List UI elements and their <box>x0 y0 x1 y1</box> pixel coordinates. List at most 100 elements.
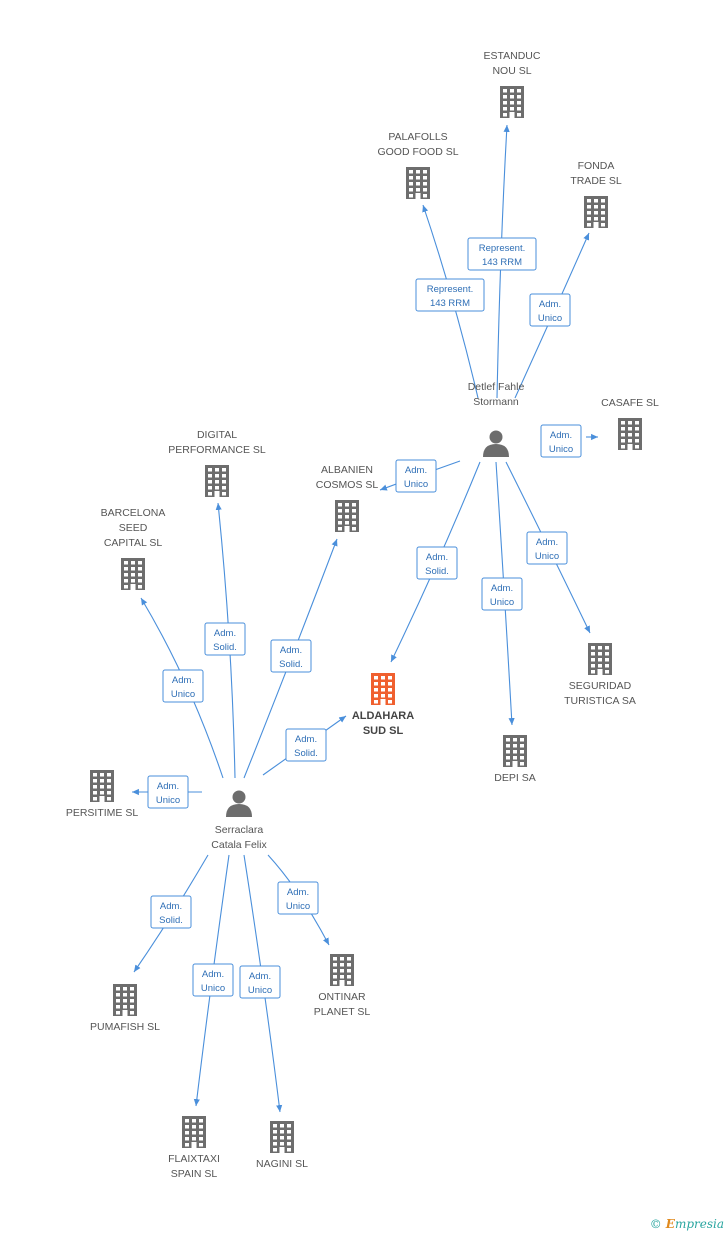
edge-serraclara-nagini[interactable]: Adm.Unico <box>239 854 283 1113</box>
node-label: BARCELONA <box>101 507 166 519</box>
node-label: SPAIN SL <box>171 1168 218 1180</box>
edge-label-box[interactable] <box>192 963 234 997</box>
edge-label-text: Adm. <box>426 552 448 563</box>
node-fonda[interactable]: FONDA TRADE SL <box>570 160 622 228</box>
edge-serraclara-aldahara[interactable]: Adm.Solid. <box>262 715 347 776</box>
node-label: DEPI SA <box>494 772 535 784</box>
node-casafe[interactable]: CASAFE SL <box>601 397 659 450</box>
node-label: Catala Felix <box>211 839 267 851</box>
node-label: FONDA <box>578 160 615 172</box>
edge-detlef-albanien[interactable]: Adm. Unico <box>379 459 461 493</box>
edge-label-box[interactable] <box>150 895 192 929</box>
edge-label-box[interactable] <box>415 278 485 312</box>
building-icon <box>330 954 354 986</box>
edge-label-text: Adm. <box>249 971 271 982</box>
building-icon <box>371 673 395 705</box>
building-icon <box>205 465 229 497</box>
node-label: SEED <box>119 522 148 534</box>
edge-label-box[interactable] <box>162 669 204 703</box>
edge-detlef-depi[interactable]: Adm.Unico <box>481 461 523 726</box>
edge-label-text: Unico <box>286 901 310 912</box>
node-depi[interactable]: DEPI SA <box>494 735 536 784</box>
node-pumafish[interactable]: PUMAFISH SL <box>90 984 160 1033</box>
edge-label-text: Adm. <box>280 645 302 656</box>
edge-serraclara-ontinar[interactable]: Adm.Unico <box>267 854 330 946</box>
edge-serraclara-digital[interactable]: Adm. Solid. <box>204 502 246 779</box>
node-barcelona[interactable]: BARCELONA SEED CAPITAL SL <box>101 507 166 590</box>
person-icon <box>483 430 509 457</box>
edge-label-box[interactable] <box>239 965 281 999</box>
edge-detlef-palafolls[interactable]: Represent.143 RRM <box>415 204 485 399</box>
empresia-logo[interactable]: ©Empresia <box>650 1217 724 1231</box>
edge-label-text: Represent. <box>427 284 473 295</box>
edge-label-text: Adm. <box>539 299 561 310</box>
edge-label-box[interactable] <box>277 881 319 915</box>
edge-label-box[interactable] <box>147 775 189 809</box>
edge-label-box[interactable] <box>285 728 327 762</box>
edge-label-box[interactable] <box>395 459 437 493</box>
edge-detlef-casafe[interactable]: Adm.Unico <box>540 424 598 458</box>
edge-label-text: Solid. <box>213 642 237 653</box>
edge-detlef-aldahara[interactable]: Adm.Solid. <box>390 461 481 663</box>
brand-initial: E <box>665 1217 675 1231</box>
node-label: ALDAHARA <box>352 710 414 722</box>
edge-label-box[interactable] <box>270 639 312 673</box>
edge-label-box[interactable] <box>481 577 523 611</box>
node-label: NAGINI SL <box>256 1158 308 1170</box>
edge-label-box[interactable] <box>467 237 537 271</box>
node-label: PALAFOLLS <box>388 131 447 143</box>
edge-serraclara-pumafish[interactable]: Adm. Solid. <box>133 854 209 973</box>
node-label: Stormann <box>473 396 519 408</box>
edge-label-text: Adm. <box>172 675 194 686</box>
edge-serraclara-flaixtaxi[interactable]: Adm.Unico <box>192 854 234 1107</box>
edge-label-box[interactable] <box>540 424 582 458</box>
edge-label-text: Solid. <box>294 748 318 759</box>
node-palafolls[interactable]: PALAFOLLS GOOD FOOD SL <box>377 131 459 199</box>
building-icon <box>182 1116 206 1148</box>
edge-detlef-seguridad[interactable]: Adm.Unico <box>505 461 591 634</box>
edge-detlef-estanduc[interactable]: Represent.143 RRM <box>467 124 537 399</box>
edge-label-box[interactable] <box>204 622 246 656</box>
edge-label-text: Solid. <box>279 659 303 670</box>
building-icon <box>121 558 145 590</box>
building-icon <box>270 1121 294 1153</box>
node-label: GOOD FOOD SL <box>377 146 458 158</box>
building-icon <box>500 86 524 118</box>
edge-label-box[interactable] <box>529 293 571 327</box>
edge-serraclara-barcelona[interactable]: Adm.Unico <box>140 597 224 779</box>
node-label: NOU SL <box>492 65 531 77</box>
edge-serraclara-albanien[interactable]: Adm. Solid. <box>243 538 338 779</box>
edge-label-text: Adm. <box>202 969 224 980</box>
edge-detlef-fonda[interactable]: Adm.Unico <box>514 232 590 399</box>
edge-label-text: Adm. <box>405 465 427 476</box>
node-persitime[interactable]: PERSITIME SL <box>66 770 139 819</box>
node-label: CASAFE SL <box>601 397 659 409</box>
edge-label-box[interactable] <box>526 531 568 565</box>
node-label: CAPITAL SL <box>104 537 163 549</box>
building-icon <box>113 984 137 1016</box>
edge-serraclara-persitime[interactable]: Adm.Unico <box>132 775 203 809</box>
edge-label-text: Adm. <box>160 901 182 912</box>
edge-label-text: Solid. <box>159 915 183 926</box>
edge-label-text: Adm. <box>214 628 236 639</box>
building-icon <box>584 196 608 228</box>
node-label: ALBANIEN <box>321 464 373 476</box>
node-nagini[interactable]: NAGINI SL <box>256 1121 308 1170</box>
edge-label-text: Unico <box>404 479 428 490</box>
edge-label-text: Unico <box>535 551 559 562</box>
building-icon <box>618 418 642 450</box>
edge-label-box[interactable] <box>416 546 458 580</box>
node-label: TRADE SL <box>570 175 622 187</box>
copyright-symbol: © <box>649 1217 662 1231</box>
node-label: PERSITIME SL <box>66 807 139 819</box>
